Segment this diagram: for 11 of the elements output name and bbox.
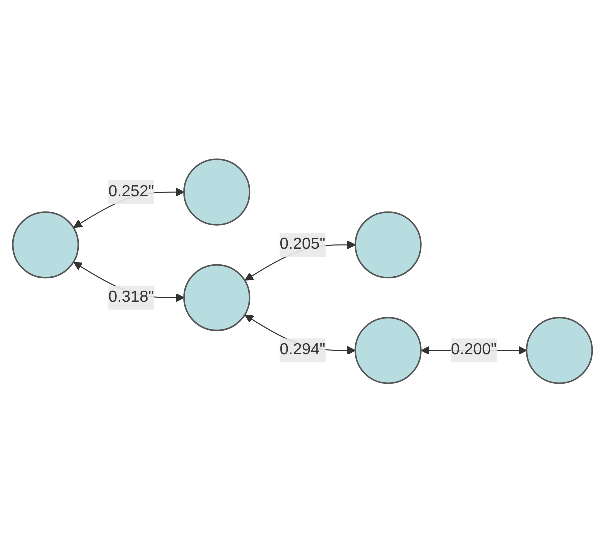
- edge-label: 0.205": [280, 236, 326, 254]
- node-circle: [355, 212, 422, 279]
- node-circle: [184, 264, 251, 332]
- edge-label: 0.200": [451, 342, 498, 359]
- node-circle: [526, 317, 594, 384]
- node-circle: [12, 212, 80, 279]
- node-circle: [355, 317, 422, 384]
- node-circle: [184, 158, 251, 226]
- edge-label: 0.252": [108, 183, 155, 200]
- edge-label: 0.294": [280, 342, 326, 359]
- edge-label: 0.318": [108, 288, 155, 306]
